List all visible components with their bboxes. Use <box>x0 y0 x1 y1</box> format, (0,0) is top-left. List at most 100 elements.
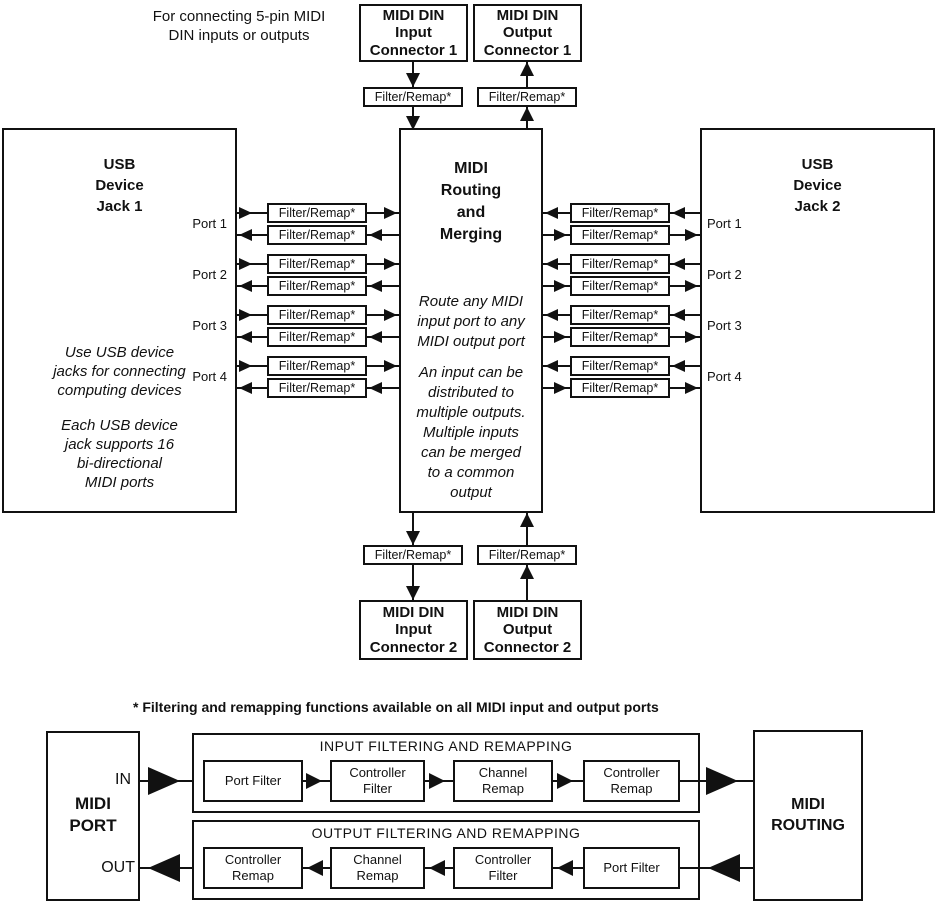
arrowhead-left-icon <box>672 258 685 270</box>
box-label: Channel <box>478 765 528 780</box>
connector-line <box>367 285 399 287</box>
filter-remap-label: Filter/Remap* <box>278 330 356 344</box>
routing-note: An input can be distributed to multiple … <box>401 363 541 503</box>
midi-din-input-connector-1-box: MIDI DIN Input Connector 1 <box>359 4 468 62</box>
arrowhead-left-icon <box>672 360 685 372</box>
filter-remap-box: Filter/Remap* <box>267 378 367 398</box>
output-filtering-container: OUTPUT FILTERING AND REMAPPING Controlle… <box>192 820 700 900</box>
title-line: USB <box>801 156 834 173</box>
note-line: Use USB device <box>64 344 175 361</box>
filter-remap-label: Filter/Remap* <box>278 359 356 373</box>
filter-remap-box: Filter/Remap* <box>570 327 670 347</box>
title-line: Device <box>95 177 144 194</box>
filter-remap-box: Filter/Remap* <box>477 87 577 107</box>
arrowhead-right-icon <box>554 229 567 241</box>
connector-line <box>367 234 399 236</box>
connector-line <box>237 263 267 265</box>
filter-remap-label: Filter/Remap* <box>278 279 356 293</box>
filter-remap-box: Filter/Remap* <box>267 254 367 274</box>
title-line: Jack 2 <box>794 198 841 215</box>
filter-remap-box: Filter/Remap* <box>267 225 367 245</box>
arrowhead-up-icon <box>520 62 534 76</box>
filter-remap-label: Filter/Remap* <box>581 228 659 242</box>
connector-line <box>412 513 414 545</box>
arrowhead-left-icon <box>429 860 445 876</box>
filter-remap-box: Filter/Remap* <box>570 378 670 398</box>
arrowhead-left-icon <box>369 229 382 241</box>
note-line: computing devices <box>57 382 182 399</box>
title-line: ROUTING <box>771 817 845 834</box>
arrowhead-right-icon <box>384 360 397 372</box>
filter-remap-box: Filter/Remap* <box>477 545 577 565</box>
box-label: Remap <box>610 781 653 796</box>
box-label: MIDI DIN <box>382 603 445 621</box>
box-label: Output <box>502 621 553 639</box>
arrowhead-up-icon <box>520 565 534 579</box>
connector-line <box>367 314 399 316</box>
usb-device-jack-2-box: USB Device Jack 2 Port 1 Port 2 Port 3 P… <box>700 128 935 513</box>
title-line: PORT <box>69 816 117 835</box>
arrowhead-up-icon <box>520 513 534 527</box>
arrowhead-right-icon <box>306 773 322 789</box>
filter-remap-box: Filter/Remap* <box>570 203 670 223</box>
port-filter-box: Port Filter <box>583 847 680 889</box>
port-label: Port 2 <box>192 267 227 282</box>
note-line: bi-directional <box>76 455 163 472</box>
arrowhead-left-icon <box>545 309 558 321</box>
connector-line <box>237 365 267 367</box>
arrowhead-right-icon <box>239 360 252 372</box>
connector-line <box>526 565 528 600</box>
arrowhead-left-icon <box>708 854 740 882</box>
filter-remap-label: Filter/Remap* <box>278 257 356 271</box>
arrowhead-down-icon <box>406 586 420 600</box>
arrowhead-left-icon <box>239 382 252 394</box>
arrowhead-left-icon <box>545 360 558 372</box>
port-label: Port 2 <box>707 267 742 282</box>
filter-remap-label: Filter/Remap* <box>374 90 452 104</box>
title-line: Device <box>793 177 842 194</box>
port-filter-box: Port Filter <box>203 760 303 802</box>
note-line: jack supports 16 <box>64 436 175 453</box>
arrowhead-right-icon <box>148 767 180 795</box>
box-label: Filter <box>488 868 518 883</box>
routing-note: Route any MIDI input port to any MIDI ou… <box>401 292 541 352</box>
box-label: Controller <box>349 765 406 780</box>
title-line: Merging <box>439 226 503 243</box>
filter-remap-label: Filter/Remap* <box>581 330 659 344</box>
box-label: Port Filter <box>603 860 660 875</box>
arrowhead-left-icon <box>307 860 323 876</box>
filter-remap-label: Filter/Remap* <box>581 308 659 322</box>
arrowhead-right-icon <box>239 258 252 270</box>
connector-line <box>237 336 267 338</box>
connector-line <box>367 387 399 389</box>
arrowhead-right-icon <box>685 382 698 394</box>
filter-remap-box: Filter/Remap* <box>363 545 463 565</box>
filter-remap-label: Filter/Remap* <box>581 279 659 293</box>
in-label: IN <box>115 771 131 788</box>
note-line: MIDI ports <box>84 474 155 491</box>
midi-port-box: IN MIDI PORT OUT <box>46 731 140 901</box>
connector-line <box>412 565 414 600</box>
box-label: Remap <box>356 868 399 883</box>
box-label: Controller <box>474 852 532 867</box>
filter-remap-box: Filter/Remap* <box>267 356 367 376</box>
filter-remap-box: Filter/Remap* <box>267 305 367 325</box>
note-line: to a common <box>427 464 515 481</box>
connector-line <box>367 263 399 265</box>
box-label: MIDI DIN <box>496 6 559 24</box>
annotation-5pin-midi: For connecting 5-pin MIDI DIN inputs or … <box>122 7 356 45</box>
filter-remap-box: Filter/Remap* <box>267 203 367 223</box>
arrowhead-down-icon <box>406 73 420 87</box>
arrowhead-right-icon <box>384 309 397 321</box>
port-label: Port 4 <box>192 369 227 384</box>
box-label: Connector 2 <box>369 638 458 656</box>
arrowhead-right-icon <box>384 258 397 270</box>
arrowhead-left-icon <box>672 309 685 321</box>
filter-remap-box: Filter/Remap* <box>570 276 670 296</box>
controller-filter-box: Controller Filter <box>330 760 425 802</box>
arrowhead-right-icon <box>685 331 698 343</box>
input-chain-title: INPUT FILTERING AND REMAPPING <box>319 738 573 754</box>
arrowhead-up-icon <box>520 107 534 121</box>
routing-title: MIDI Routing and Merging <box>401 158 541 246</box>
arrowhead-left-icon <box>239 280 252 292</box>
